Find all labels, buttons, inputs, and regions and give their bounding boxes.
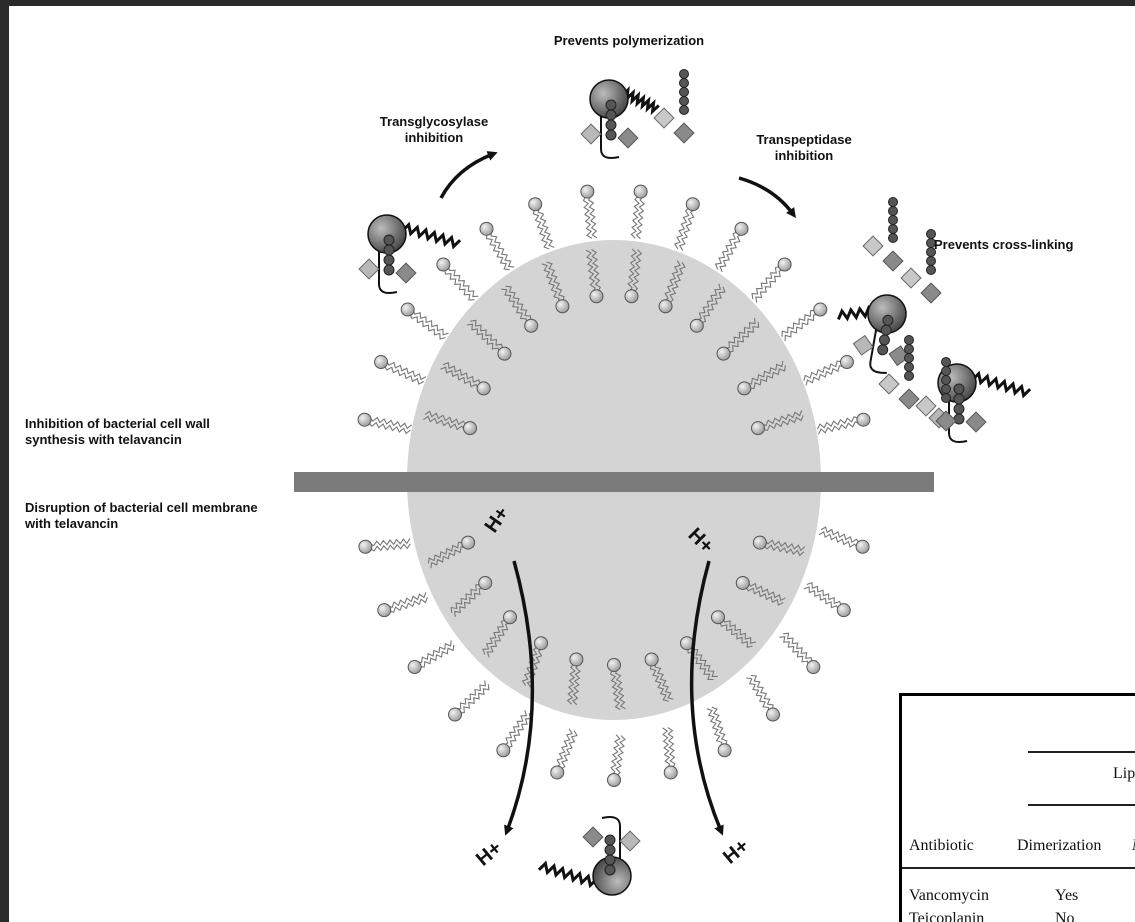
lipid-molecule — [716, 222, 748, 272]
label-cell-wall-line2: synthesis with telavancin — [25, 432, 210, 448]
label-prevents-cross-linking: Prevents cross-linking — [934, 237, 1073, 253]
lipid-molecule — [449, 680, 489, 721]
label-transpeptidase-inhibition: Transpeptidase inhibition — [729, 132, 879, 164]
lipid-molecule — [779, 633, 820, 673]
divider-bar — [294, 472, 934, 492]
lipid-molecule — [804, 356, 854, 386]
label-prevents-polymerization: Prevents polymerization — [529, 33, 729, 49]
lipid-molecule — [480, 222, 514, 269]
label-transglycosylase-line2: inhibition — [359, 130, 509, 146]
table-col-dimerization: Dimerization — [1017, 837, 1101, 855]
lipid-molecule — [358, 413, 411, 433]
label-cell-wall-inhibition: Inhibition of bacterial cell wall synthe… — [25, 416, 210, 448]
lipid-molecule — [663, 728, 678, 779]
lipid-molecule — [631, 185, 647, 239]
label-transpeptidase-line2: inhibition — [729, 148, 879, 164]
lipid-molecule — [752, 258, 791, 303]
peptide-chain — [654, 70, 694, 143]
label-transglycosylase-line1: Transglycosylase — [359, 114, 509, 130]
lipid-molecule — [819, 527, 869, 553]
lipid-molecule — [551, 729, 577, 779]
transpeptidase-arrow — [739, 178, 793, 214]
telavancin-molecule — [359, 215, 460, 293]
table-row-dimerization: No — [1055, 910, 1075, 922]
lipid-molecule — [608, 735, 626, 787]
lipid-molecule — [401, 303, 448, 339]
label-transpeptidase-line1: Transpeptidase — [729, 132, 879, 148]
figure-canvas: Prevents polymerization Transglycosylase… — [9, 6, 1135, 922]
label-cell-wall-line1: Inhibition of bacterial cell wall — [25, 416, 210, 432]
table-row-dimerization: Yes — [1055, 887, 1078, 905]
label-transglycosylase-inhibition: Transglycosylase inhibition — [359, 114, 509, 146]
table-row-antibiotic: Vancomycin — [909, 887, 989, 905]
lipid-molecule — [581, 185, 597, 238]
table-header-rule — [902, 867, 1135, 869]
lipid-molecule — [437, 258, 479, 300]
label-membrane-line2: with telavancin — [25, 516, 258, 532]
table-group-header: Lipid — [1113, 765, 1135, 783]
telavancin-molecule — [539, 817, 640, 895]
lipid-molecule — [375, 356, 426, 385]
lipid-molecule — [707, 707, 731, 757]
lipid-molecule — [408, 640, 454, 673]
label-membrane-disruption: Disruption of bacterial cell membrane wi… — [25, 500, 258, 532]
lipid-molecule — [675, 198, 699, 251]
comparison-table-panel: Lipid Antibiotic Dimerization M Vancomyc… — [899, 693, 1135, 922]
lipid-molecule — [529, 198, 555, 249]
transglycosylase-arrow — [441, 154, 493, 198]
lipid-molecule — [804, 583, 850, 617]
label-membrane-line1: Disruption of bacterial cell membrane — [25, 500, 258, 516]
table-group-rule — [1028, 804, 1135, 806]
lipid-molecule — [746, 675, 779, 721]
lipid-molecule — [817, 413, 870, 434]
lipid-molecule — [378, 592, 428, 616]
lipid-molecule — [497, 710, 531, 756]
table-col-antibiotic: Antibiotic — [909, 837, 974, 855]
lipid-molecule — [782, 303, 827, 341]
lipid-molecule — [359, 539, 410, 554]
peptide-chain — [863, 198, 903, 271]
telavancin-molecule — [581, 80, 659, 158]
table-top-rule — [1028, 751, 1135, 753]
table-row-antibiotic: Teicoplanin — [909, 910, 984, 922]
